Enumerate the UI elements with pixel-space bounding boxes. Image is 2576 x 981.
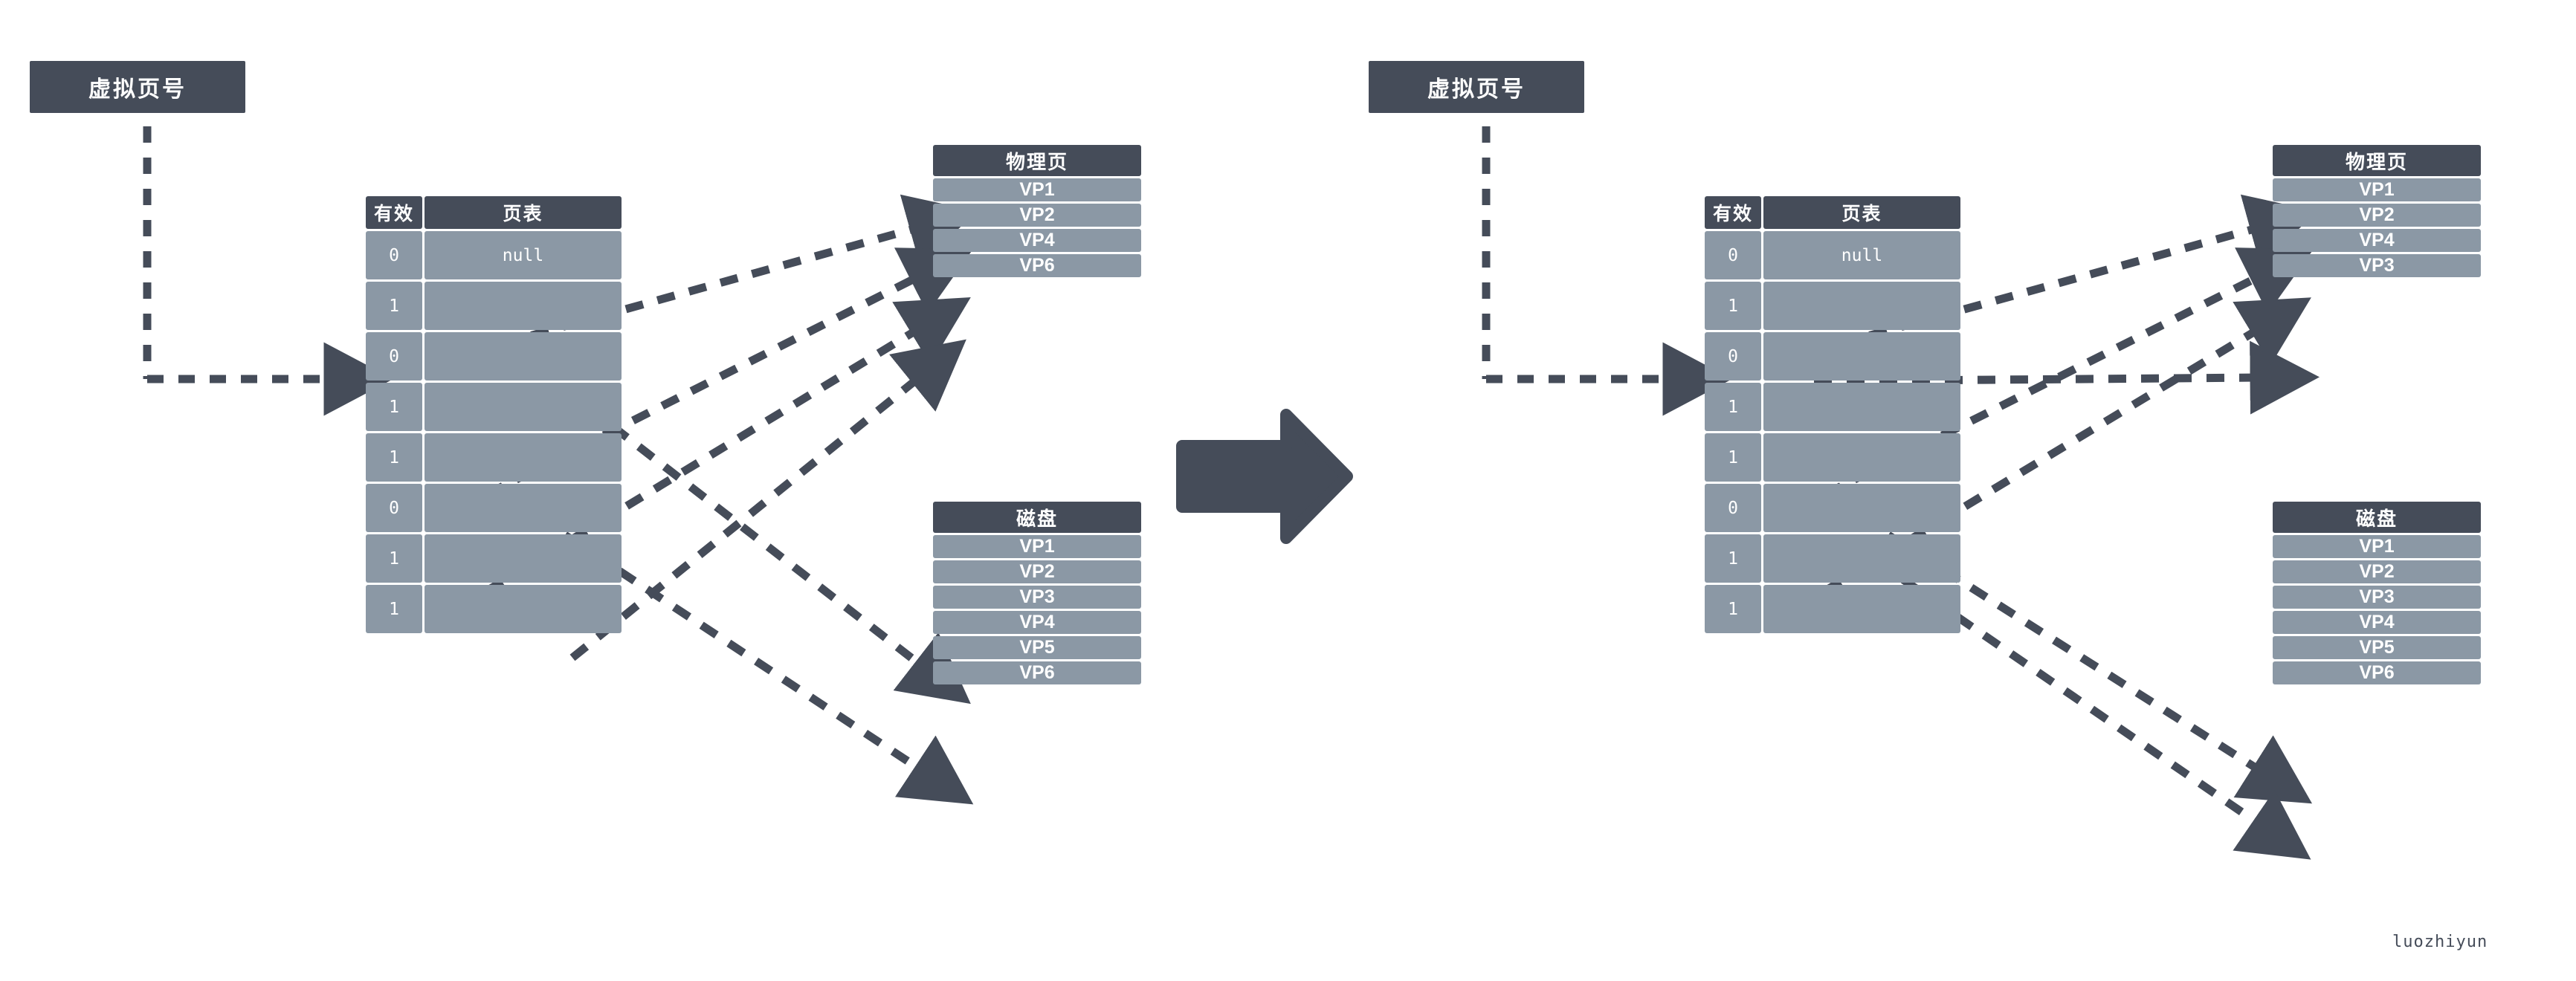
vpn-title-box-left: 虚拟页号 xyxy=(30,61,245,113)
valid-bit: 0 xyxy=(366,231,422,279)
valid-bit: 1 xyxy=(1705,282,1761,330)
connector-pt8-to-vp6-left xyxy=(569,339,966,661)
table-row[interactable]: 1 xyxy=(1705,383,1960,431)
watermark-label: luozhiyun xyxy=(2392,933,2488,951)
valid-bit: 0 xyxy=(1705,484,1761,532)
table-row[interactable]: 0 null xyxy=(366,231,622,279)
list-item[interactable]: VP1 xyxy=(2273,178,2481,201)
page-table-header-left: 有效 页表 xyxy=(366,196,622,229)
page-table-entry: null xyxy=(425,231,622,279)
list-item[interactable]: VP5 xyxy=(933,636,1141,659)
valid-bit: 1 xyxy=(366,383,422,431)
table-row[interactable]: 1 xyxy=(366,383,622,431)
table-row[interactable]: 1 xyxy=(366,433,622,482)
valid-bit: 1 xyxy=(366,433,422,482)
page-table-entry xyxy=(425,433,622,482)
vpn-title-box-right: 虚拟页号 xyxy=(1369,61,1584,113)
table-row[interactable]: 1 xyxy=(1705,282,1960,330)
table-row[interactable]: 1 xyxy=(366,282,622,330)
page-table-entry xyxy=(425,534,622,583)
table-row[interactable]: 1 xyxy=(366,534,622,583)
table-row[interactable]: 0 null xyxy=(1705,231,1960,279)
page-table-left: 有效 页表 0 null 1 0 1 1 0 1 xyxy=(366,196,622,633)
page-table-entry xyxy=(1763,282,1960,330)
list-item[interactable]: VP2 xyxy=(2273,204,2481,227)
list-item[interactable]: VP5 xyxy=(2273,636,2481,659)
list-item[interactable]: VP4 xyxy=(933,229,1141,252)
valid-bit: 1 xyxy=(1705,534,1761,583)
list-item[interactable]: VP1 xyxy=(933,535,1141,558)
page-table-entry xyxy=(1763,585,1960,633)
valid-bit: 0 xyxy=(1705,332,1761,381)
list-item[interactable]: VP2 xyxy=(933,560,1141,583)
list-item[interactable]: VP3 xyxy=(933,586,1141,609)
page-table-entry xyxy=(1763,332,1960,381)
page-table-right: 有效 页表 0 null 1 0 1 1 0 1 xyxy=(1705,196,1960,633)
disk-left: 磁盘 VP1 VP2 VP3 VP4 VP5 VP6 xyxy=(933,502,1141,684)
valid-bit: 1 xyxy=(1705,383,1761,431)
valid-bit: 1 xyxy=(366,282,422,330)
list-item[interactable]: VP3 xyxy=(2273,586,2481,609)
page-table-entry xyxy=(425,484,622,532)
disk-right: 磁盘 VP1 VP2 VP3 VP4 VP5 VP6 xyxy=(2273,502,2481,684)
page-table-col-entry-left: 页表 xyxy=(425,196,622,229)
list-item[interactable]: VP2 xyxy=(933,204,1141,227)
list-item[interactable]: VP4 xyxy=(2273,611,2481,634)
valid-bit: 1 xyxy=(366,585,422,633)
connector-vpn-to-pagetable-right xyxy=(1482,126,1732,416)
table-row[interactable]: 0 xyxy=(366,484,622,532)
list-item[interactable]: VP6 xyxy=(2273,661,2481,684)
page-table-col-valid-right: 有效 xyxy=(1705,196,1761,229)
disk-header-right: 磁盘 xyxy=(2273,502,2481,533)
list-item[interactable]: VP6 xyxy=(933,661,1141,684)
list-item[interactable]: VP1 xyxy=(933,178,1141,201)
page-table-entry xyxy=(425,383,622,431)
vpn-title-label-left: 虚拟页号 xyxy=(88,77,187,102)
list-item[interactable]: VP4 xyxy=(933,611,1141,634)
physical-pages-header-left: 物理页 xyxy=(933,145,1141,176)
valid-bit: 1 xyxy=(1705,433,1761,482)
table-row[interactable]: 1 xyxy=(1705,433,1960,482)
page-table-entry xyxy=(1763,433,1960,482)
page-table-entry xyxy=(1763,484,1960,532)
page-table-entry: null xyxy=(1763,231,1960,279)
disk-header-left: 磁盘 xyxy=(933,502,1141,533)
list-item[interactable]: VP6 xyxy=(933,254,1141,277)
list-item[interactable]: VP4 xyxy=(2273,229,2481,252)
page-table-header-right: 有效 页表 xyxy=(1705,196,1960,229)
list-item[interactable]: VP3 xyxy=(2273,254,2481,277)
valid-bit: 0 xyxy=(366,484,422,532)
vpn-title-label-right: 虚拟页号 xyxy=(1427,77,1526,102)
connector-vpn-to-pagetable-left xyxy=(143,126,393,416)
transition-arrow-icon xyxy=(1176,409,1353,544)
table-row[interactable]: 0 xyxy=(1705,332,1960,381)
physical-pages-header-right: 物理页 xyxy=(2273,145,2481,176)
valid-bit: 0 xyxy=(366,332,422,381)
page-table-entry xyxy=(425,332,622,381)
page-table-entry xyxy=(425,585,622,633)
list-item[interactable]: VP1 xyxy=(2273,535,2481,558)
list-item[interactable]: VP2 xyxy=(2273,560,2481,583)
table-row[interactable]: 0 xyxy=(1705,484,1960,532)
page-table-entry xyxy=(1763,383,1960,431)
page-table-col-entry-right: 页表 xyxy=(1763,196,1960,229)
page-table-entry xyxy=(1763,534,1960,583)
page-table-entry xyxy=(425,282,622,330)
physical-pages-right: 物理页 VP1 VP2 VP4 VP3 xyxy=(2273,145,2481,277)
valid-bit: 0 xyxy=(1705,231,1761,279)
physical-pages-left: 物理页 VP1 VP2 VP4 VP6 xyxy=(933,145,1141,277)
valid-bit: 1 xyxy=(366,534,422,583)
table-row[interactable]: 1 xyxy=(1705,534,1960,583)
table-row[interactable]: 0 xyxy=(366,332,622,381)
table-row[interactable]: 1 xyxy=(1705,585,1960,633)
page-table-col-valid-left: 有效 xyxy=(366,196,422,229)
valid-bit: 1 xyxy=(1705,585,1761,633)
table-row[interactable]: 1 xyxy=(366,585,622,633)
